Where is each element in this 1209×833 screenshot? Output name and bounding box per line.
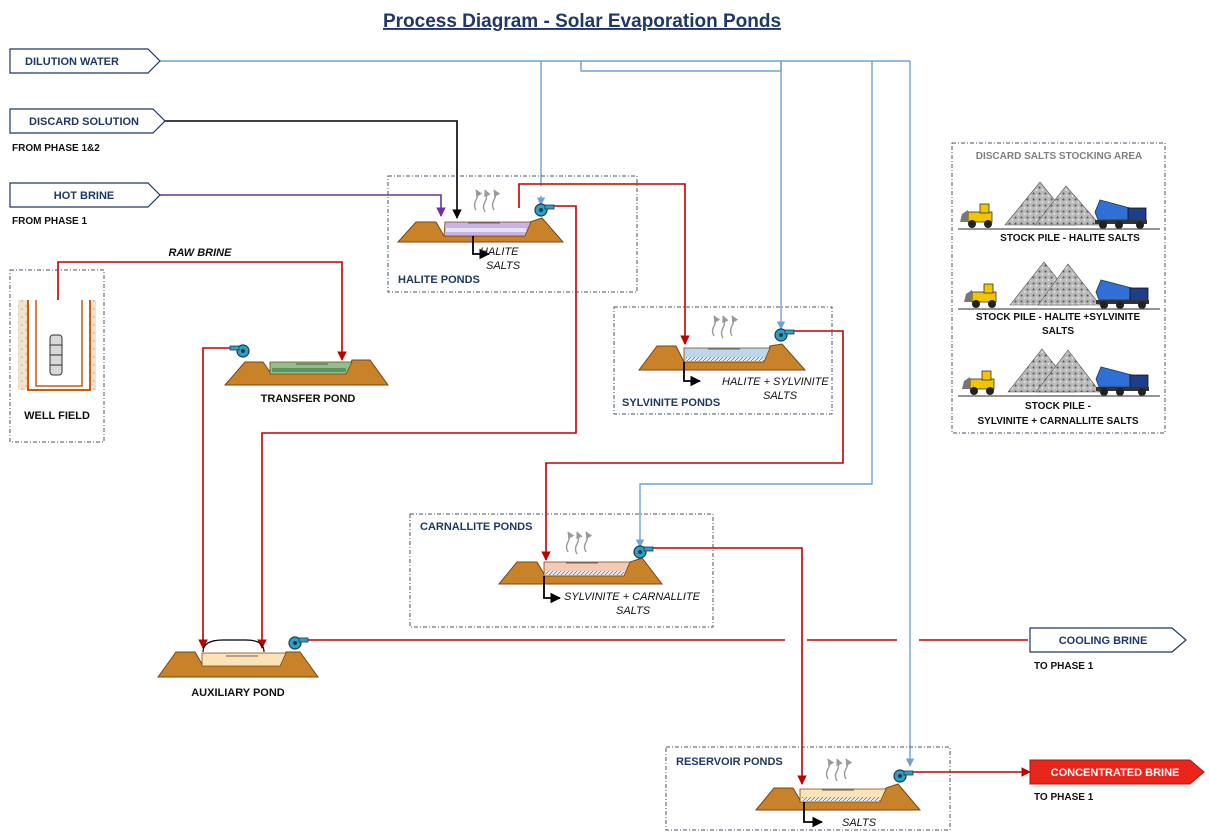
stock-pile-1-label: STOCK PILE - HALITE SALTS: [1000, 233, 1140, 244]
halite-salt-label-2: SALTS: [486, 260, 521, 272]
carnallite-salt-label-1: SYLVINITE + CARNALLITE: [564, 591, 701, 603]
auxiliary-pond: AUXILIARY POND: [157, 636, 319, 699]
raw-brine-label: RAW BRINE: [169, 247, 233, 259]
concentrated-brine-destination: TO PHASE 1: [1034, 792, 1094, 803]
well-field-label: WELL FIELD: [24, 410, 90, 422]
dump-truck-icon: [1095, 366, 1149, 396]
auxiliary-pond-label: AUXILIARY POND: [191, 687, 285, 699]
svg-text:CONCENTRATED BRINE: CONCENTRATED BRINE: [1051, 767, 1180, 779]
loader-icon: [962, 370, 995, 395]
brine-lines: [57, 183, 1031, 785]
carnallite-ponds-label: CARNALLITE PONDS: [420, 521, 532, 533]
hot-brine-tag: HOT BRINE FROM PHASE 1: [9, 182, 161, 227]
discard-solution-source: FROM PHASE 1&2: [12, 143, 100, 154]
discard-solution-line: [165, 120, 462, 219]
evaporation-icon: [473, 189, 501, 213]
svg-text:COOLING BRINE: COOLING BRINE: [1059, 635, 1148, 647]
pump-icon: [534, 203, 555, 217]
carnallite-ponds: SYLVINITE + CARNALLITE SALTS CARNALLITE …: [409, 513, 714, 628]
carnallite-salt-label-2: SALTS: [616, 605, 651, 617]
well-field: WELL FIELD: [9, 269, 105, 443]
transfer-pond: TRANSFER POND: [223, 344, 389, 405]
well-pump-icon: [49, 334, 63, 376]
reservoir-ponds: SALTS RESERVOIR PONDS: [665, 746, 951, 831]
reservoir-ponds-label: RESERVOIR PONDS: [676, 756, 783, 768]
svg-text:DILUTION WATER: DILUTION WATER: [25, 56, 119, 68]
sylvinite-ponds-label: SYLVINITE PONDS: [622, 397, 720, 409]
pump-icon: [774, 328, 795, 342]
dilution-water-tag: DILUTION WATER: [9, 48, 161, 74]
sylvinite-ponds: HALITE + SYLVINITE SALTS SYLVINITE PONDS: [613, 306, 833, 415]
reservoir-salt-label: SALTS: [842, 817, 877, 829]
discard-solution-tag: DISCARD SOLUTION FROM PHASE 1&2: [9, 108, 166, 154]
pump-icon: [229, 344, 250, 358]
stock-pile-2-label-2: SALTS: [1042, 326, 1074, 337]
cooling-brine-destination: TO PHASE 1: [1034, 661, 1094, 672]
dilution-water-lines: [160, 60, 915, 767]
stock-pile-1: STOCK PILE - HALITE SALTS: [958, 181, 1160, 244]
transfer-pond-label: TRANSFER POND: [261, 393, 356, 405]
evaporation-icon: [711, 315, 739, 339]
loader-icon: [964, 283, 997, 308]
pump-icon: [893, 769, 914, 783]
stock-pile-3-label-2: SYLVINITE + CARNALLITE SALTS: [977, 416, 1138, 427]
hot-brine-line: [160, 194, 446, 217]
evaporation-icon: [565, 531, 593, 555]
sylvinite-salt-label-2: SALTS: [763, 390, 798, 402]
halite-ponds-label: HALITE PONDS: [398, 274, 480, 286]
cooling-brine-tag: COOLING BRINE TO PHASE 1: [1029, 627, 1187, 672]
hot-brine-source: FROM PHASE 1: [12, 216, 87, 227]
pump-icon: [288, 636, 309, 650]
stock-pile-2-label-1: STOCK PILE - HALITE +SYLVINITE: [976, 312, 1141, 323]
page-title: Process Diagram - Solar Evaporation Pond…: [383, 11, 781, 32]
stocking-area-title: DISCARD SALTS STOCKING AREA: [976, 151, 1143, 162]
svg-text:DISCARD SOLUTION: DISCARD SOLUTION: [29, 116, 139, 128]
sylvinite-salt-label-1: HALITE + SYLVINITE: [722, 376, 829, 388]
stock-pile-3: STOCK PILE - SYLVINITE + CARNALLITE SALT…: [958, 348, 1160, 427]
stocking-area: DISCARD SALTS STOCKING AREA STOCK P: [951, 142, 1166, 434]
svg-text:HOT BRINE: HOT BRINE: [54, 190, 115, 202]
concentrated-brine-tag: CONCENTRATED BRINE TO PHASE 1: [1029, 759, 1205, 803]
halite-salt-label-1: HALITE: [480, 246, 519, 258]
evaporation-icon: [825, 758, 853, 782]
dump-truck-icon: [1094, 199, 1147, 229]
stock-pile-3-label-1: STOCK PILE -: [1025, 401, 1091, 412]
dump-truck-icon: [1095, 279, 1149, 309]
halite-ponds: HALITE SALTS HALITE PONDS: [387, 175, 638, 293]
pump-icon: [633, 545, 654, 559]
stock-pile-2: STOCK PILE - HALITE +SYLVINITE SALTS: [958, 261, 1160, 337]
loader-icon: [960, 203, 993, 228]
